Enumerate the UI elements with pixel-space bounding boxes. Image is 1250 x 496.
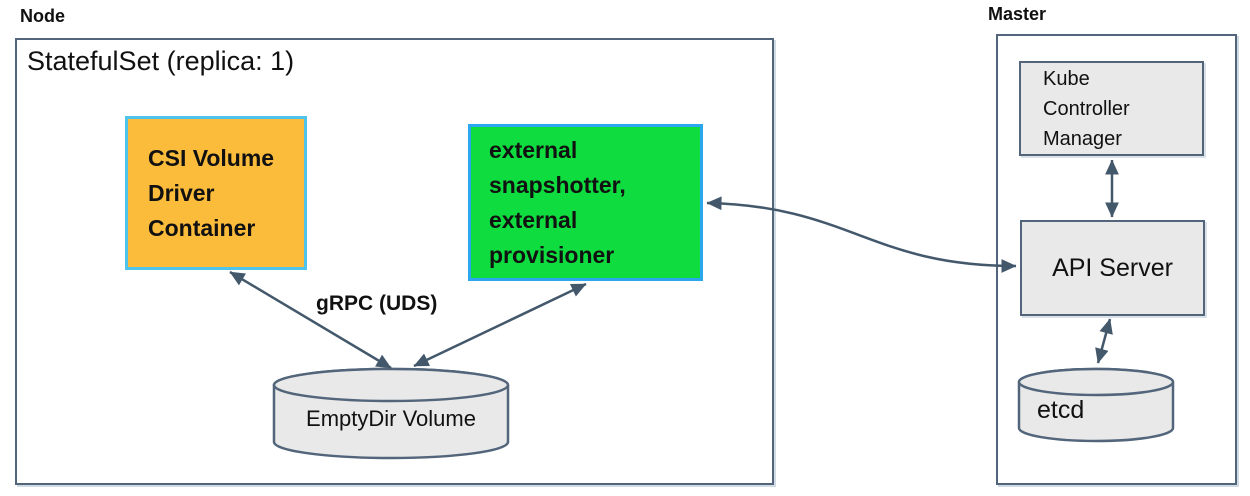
external-sidecars-box: external snapshotter, external provision… bbox=[468, 124, 703, 281]
csi-volume-driver-label: CSI Volume Driver Container bbox=[148, 144, 275, 241]
arrow-sidecars-apiserver bbox=[706, 196, 1017, 273]
grpc-uds-label: gRPC (UDS) bbox=[316, 292, 438, 315]
emptydir-volume-label: EmptyDir Volume bbox=[306, 406, 476, 431]
arrow-sidecars-emptydir bbox=[413, 282, 587, 368]
csi-volume-driver-box: CSI Volume Driver Container bbox=[125, 116, 307, 270]
node-group-label: Node bbox=[20, 6, 65, 26]
master-group-label: Master bbox=[988, 4, 1047, 24]
arrow-csi-emptydir bbox=[229, 270, 392, 370]
arrow-apiserver-etcd bbox=[1095, 318, 1113, 364]
etcd-cylinder-top bbox=[1017, 367, 1175, 397]
etcd-label: etcd bbox=[1037, 396, 1085, 424]
kube-controller-manager-box: Kube Controller Manager bbox=[1019, 61, 1204, 156]
statefulset-title: StatefulSet (replica: 1) bbox=[27, 46, 295, 76]
api-server-label: API Server bbox=[1052, 253, 1173, 282]
emptydir-cylinder-top bbox=[272, 367, 510, 403]
external-sidecars-label: external snapshotter, external provision… bbox=[489, 136, 626, 268]
api-server-box: API Server bbox=[1020, 220, 1205, 316]
kube-controller-manager-label: Kube Controller Manager bbox=[1043, 67, 1130, 150]
